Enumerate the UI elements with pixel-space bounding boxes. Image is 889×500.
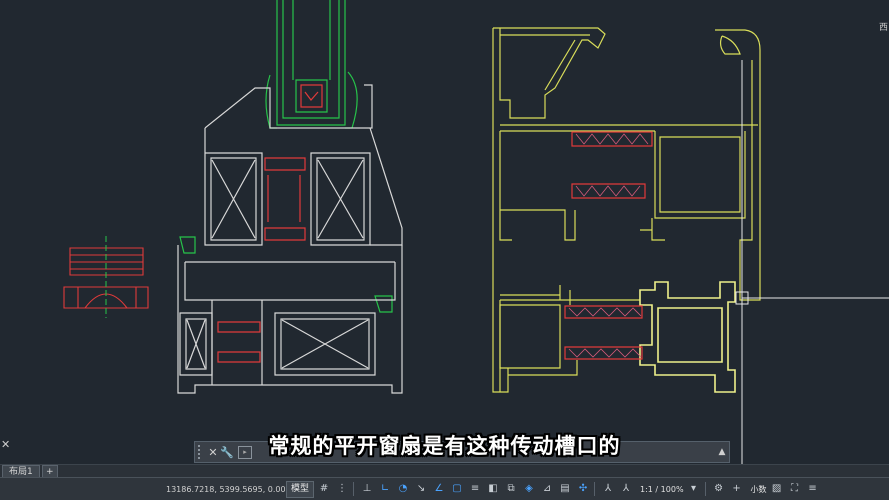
right-frame-hook xyxy=(719,35,741,55)
ortho-icon[interactable]: ∟ xyxy=(380,483,390,494)
upper-frame-inner xyxy=(500,34,590,91)
layout-tab-strip: 布局1 + xyxy=(0,464,889,478)
sash-right-chamber-inner xyxy=(316,157,365,241)
glass-edge-lines xyxy=(292,0,331,80)
transparency-icon[interactable]: ◧ xyxy=(488,483,498,494)
command-input[interactable] xyxy=(252,442,715,462)
tab-layout1[interactable]: 布局1 xyxy=(2,465,40,478)
chevron-down-icon[interactable]: ▾ xyxy=(691,483,697,494)
auto-scale-icon[interactable]: ⅄ xyxy=(622,483,630,494)
isolate-icon[interactable]: ▨ xyxy=(771,483,782,494)
frame-mid-chamber xyxy=(184,261,396,301)
frame-outer xyxy=(177,245,403,394)
chevron-up-icon[interactable]: ▲ xyxy=(718,447,726,457)
3d-osnap-icon[interactable]: ◈ xyxy=(525,483,533,494)
dynamic-ucs-icon[interactable]: ⊿ xyxy=(542,483,552,494)
gizmo-icon[interactable]: ✣ xyxy=(578,483,588,494)
outer-frame-left-wall xyxy=(492,28,578,393)
lower-clip xyxy=(559,285,571,305)
frame-right-chamber xyxy=(654,131,746,219)
add-layout-button[interactable]: + xyxy=(41,465,58,478)
setting-block-mark xyxy=(304,91,319,101)
frame-right-chamber xyxy=(274,312,376,376)
strip-d-hatch xyxy=(568,348,642,358)
selection-filter-icon[interactable]: ▤ xyxy=(560,483,570,494)
sash-right-wall xyxy=(369,127,403,246)
seal-left xyxy=(179,236,196,254)
seal-right xyxy=(374,295,393,313)
lineweight-icon[interactable]: ≡ xyxy=(470,483,480,494)
drawing-canvas[interactable]: 西 ✕ xyxy=(0,0,889,466)
right-frame-outer xyxy=(715,29,761,301)
selection-cycle-icon[interactable]: ⧉ xyxy=(507,483,515,494)
setting-block xyxy=(300,84,323,108)
status-divider xyxy=(704,482,706,496)
plus-icon[interactable]: + xyxy=(732,483,741,494)
frame-right-chamber-inner xyxy=(659,136,741,213)
status-divider xyxy=(594,482,596,496)
frame-right-inner xyxy=(280,318,370,370)
close-icon[interactable]: ✕ xyxy=(208,445,218,459)
command-line[interactable]: ✕ 🔧 ▸ ▲ xyxy=(194,441,730,463)
thermal-strip-4 xyxy=(217,351,261,363)
annotation-scale[interactable]: 1:1 / 100% xyxy=(640,484,684,494)
sash-top-outline xyxy=(204,84,373,129)
frame-left-chamber xyxy=(499,131,576,241)
thermal-strip-1 xyxy=(264,157,306,171)
lower-left-chamber xyxy=(499,304,561,369)
sash-profile-chamber xyxy=(657,307,723,363)
grip-handle-icon[interactable] xyxy=(198,445,206,459)
strip-a-hatch xyxy=(575,133,649,145)
otrack-icon[interactable]: ∠ xyxy=(434,483,444,494)
frame-hook xyxy=(640,218,665,241)
right-window-profile xyxy=(492,27,761,393)
strip-c xyxy=(564,305,643,319)
thermal-bridge xyxy=(267,175,301,222)
model-space-button[interactable]: 模型 xyxy=(286,480,315,498)
thermal-strip-3 xyxy=(217,321,261,333)
sash-left-chamber-inner xyxy=(210,157,257,241)
strip-c-hatch xyxy=(568,307,642,317)
wrench-icon[interactable]: 🔧 xyxy=(220,445,234,459)
sash-left-cross xyxy=(211,159,256,239)
osnap-icon[interactable]: ▢ xyxy=(452,483,462,494)
sash-profile xyxy=(639,281,736,393)
frame-left-inner xyxy=(185,318,207,370)
frame-left-cross xyxy=(186,319,206,369)
snap-icon[interactable]: ⋮ xyxy=(337,483,348,494)
strip-d xyxy=(564,346,643,360)
spacer-box xyxy=(295,79,328,113)
drawing-cursor xyxy=(735,60,889,466)
frame-horizontal-1 xyxy=(500,124,758,132)
left-window-profile xyxy=(177,0,403,394)
sash-right-cross xyxy=(317,159,364,239)
units-display[interactable]: 小数 xyxy=(750,484,767,494)
status-divider xyxy=(353,482,355,496)
glass-pane-outline xyxy=(276,0,346,126)
gasket-left xyxy=(265,74,277,129)
close-icon[interactable]: ✕ xyxy=(1,438,11,451)
customize-icon[interactable]: ≡ xyxy=(808,483,817,494)
strip-b xyxy=(571,183,646,199)
status-bar: 13186.7218, 5399.5695, 0.0000 模型 # ⋮ ⊥ ∟… xyxy=(0,477,889,500)
dynamic-input-icon[interactable]: ⊥ xyxy=(362,483,372,494)
viewcube-label[interactable]: 西 xyxy=(879,23,889,33)
upper-frame-top xyxy=(493,27,606,119)
grid-icon[interactable]: # xyxy=(319,483,329,494)
gasket-right xyxy=(345,71,358,129)
sash-left-chamber xyxy=(204,128,263,246)
frame-inner-walls xyxy=(211,300,263,385)
strip-a xyxy=(571,131,653,147)
prompt-icon: ▸ xyxy=(238,445,252,459)
polar-icon[interactable]: ◔ xyxy=(398,483,408,494)
workspace-gear-icon[interactable]: ⚙ xyxy=(714,483,724,494)
cursor-coordinates[interactable]: 13186.7218, 5399.5695, 0.0000 xyxy=(166,484,286,494)
thermal-strip-2 xyxy=(264,227,306,241)
glass-pane-inner xyxy=(282,0,340,119)
frame-right-cross xyxy=(281,319,369,369)
clean-screen-icon[interactable]: ⛶ xyxy=(791,483,799,494)
strip-b-hatch xyxy=(575,185,641,197)
annotation-visibility-icon[interactable]: ⅄ xyxy=(604,483,612,494)
isodraft-icon[interactable]: ↘ xyxy=(416,483,426,494)
